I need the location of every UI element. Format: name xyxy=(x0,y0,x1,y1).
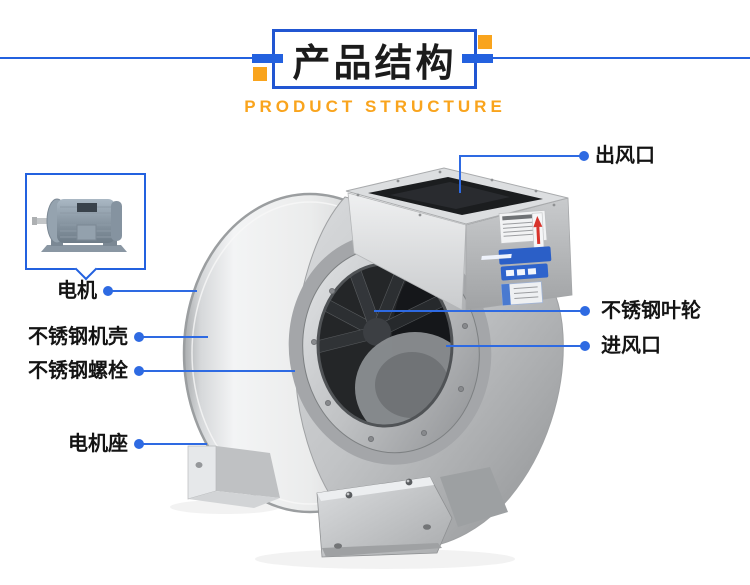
dot-base xyxy=(134,439,144,449)
leader-casing xyxy=(143,336,208,338)
dot-outlet xyxy=(579,151,589,161)
label-base: 电机座 xyxy=(68,433,128,455)
inlet-opening xyxy=(316,262,454,428)
rear-foot-bracket xyxy=(440,467,508,527)
dot-motor xyxy=(103,286,113,296)
motor-inset xyxy=(25,173,146,281)
title-box: 产品结构 xyxy=(272,29,477,89)
centrifugal-fan-illustration xyxy=(170,167,573,569)
label-bolts: 不锈钢螺栓 xyxy=(28,360,128,382)
impeller-blades xyxy=(318,264,445,356)
orange-square-right xyxy=(478,35,492,49)
motor-image xyxy=(32,198,127,252)
rotation-arrow-sticker xyxy=(531,212,545,249)
header-dash-left xyxy=(252,54,283,63)
label-outlet: 出风口 xyxy=(595,145,655,167)
leader-inlet xyxy=(446,345,581,347)
label-inlet: 进风口 xyxy=(601,335,661,357)
leader-base xyxy=(143,443,207,445)
motor-base-foot xyxy=(187,445,280,508)
page-subtitle: PRODUCT STRUCTURE xyxy=(244,97,506,116)
leader-outlet-h xyxy=(460,155,580,157)
label-impeller: 不锈钢叶轮 xyxy=(601,300,701,322)
dot-casing xyxy=(134,332,144,342)
front-foot-bracket xyxy=(316,476,453,558)
brand-sticker-2 xyxy=(500,263,549,281)
orange-square-left xyxy=(253,67,267,81)
dot-impeller xyxy=(580,306,590,316)
header-rule-left xyxy=(0,57,253,59)
label-motor: 电机 xyxy=(57,280,97,302)
leader-outlet-v xyxy=(459,155,461,193)
small-label-sticker xyxy=(500,281,544,306)
page-title: 产品结构 xyxy=(292,42,457,85)
leader-impeller xyxy=(374,310,581,312)
label-casing: 不锈钢机壳 xyxy=(28,326,128,348)
header-dash-right xyxy=(462,54,493,63)
dot-bolts xyxy=(134,366,144,376)
brand-sticker xyxy=(481,246,552,265)
leader-motor xyxy=(112,290,197,292)
leader-bolts xyxy=(143,370,295,372)
dot-inlet xyxy=(580,341,590,351)
header-rule-right xyxy=(493,57,750,59)
